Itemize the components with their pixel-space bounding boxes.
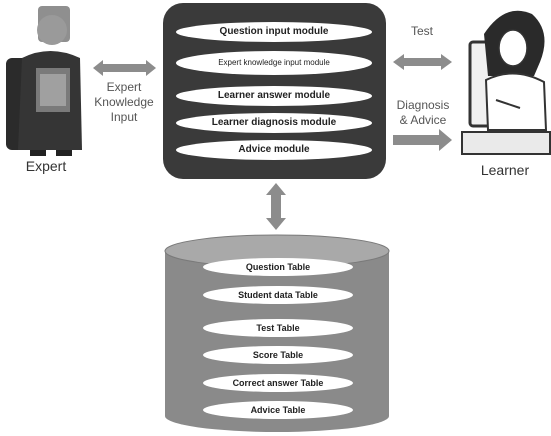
- module-expert-knowledge-input: Expert knowledge input module: [176, 51, 372, 75]
- table-correct-answer: Correct answer Table: [203, 374, 353, 392]
- table-test: Test Table: [203, 319, 353, 337]
- expert-figure: [6, 6, 82, 156]
- test-arrow: [393, 54, 452, 70]
- table-score: Score Table: [203, 346, 353, 364]
- table-question: Question Table: [203, 258, 353, 276]
- expert-label: Expert: [16, 158, 76, 174]
- module-learner-diagnosis: Learner diagnosis module: [176, 113, 372, 133]
- module-advice: Advice module: [176, 140, 372, 160]
- test-label: Test: [402, 24, 442, 38]
- learner-figure: [462, 11, 550, 154]
- diagnosis-advice-label: Diagnosis & Advice: [388, 98, 458, 128]
- learner-label: Learner: [466, 162, 544, 178]
- expert-system-arrow: [93, 60, 156, 76]
- module-learner-answer: Learner answer module: [176, 86, 372, 106]
- table-student-data: Student data Table: [203, 286, 353, 304]
- diagnosis-arrow: [393, 129, 452, 151]
- table-advice: Advice Table: [203, 401, 353, 419]
- expert-knowledge-input-label: Expert Knowledge Input: [84, 80, 164, 125]
- module-question-input: Question input module: [176, 22, 372, 42]
- system-database-arrow: [266, 183, 286, 230]
